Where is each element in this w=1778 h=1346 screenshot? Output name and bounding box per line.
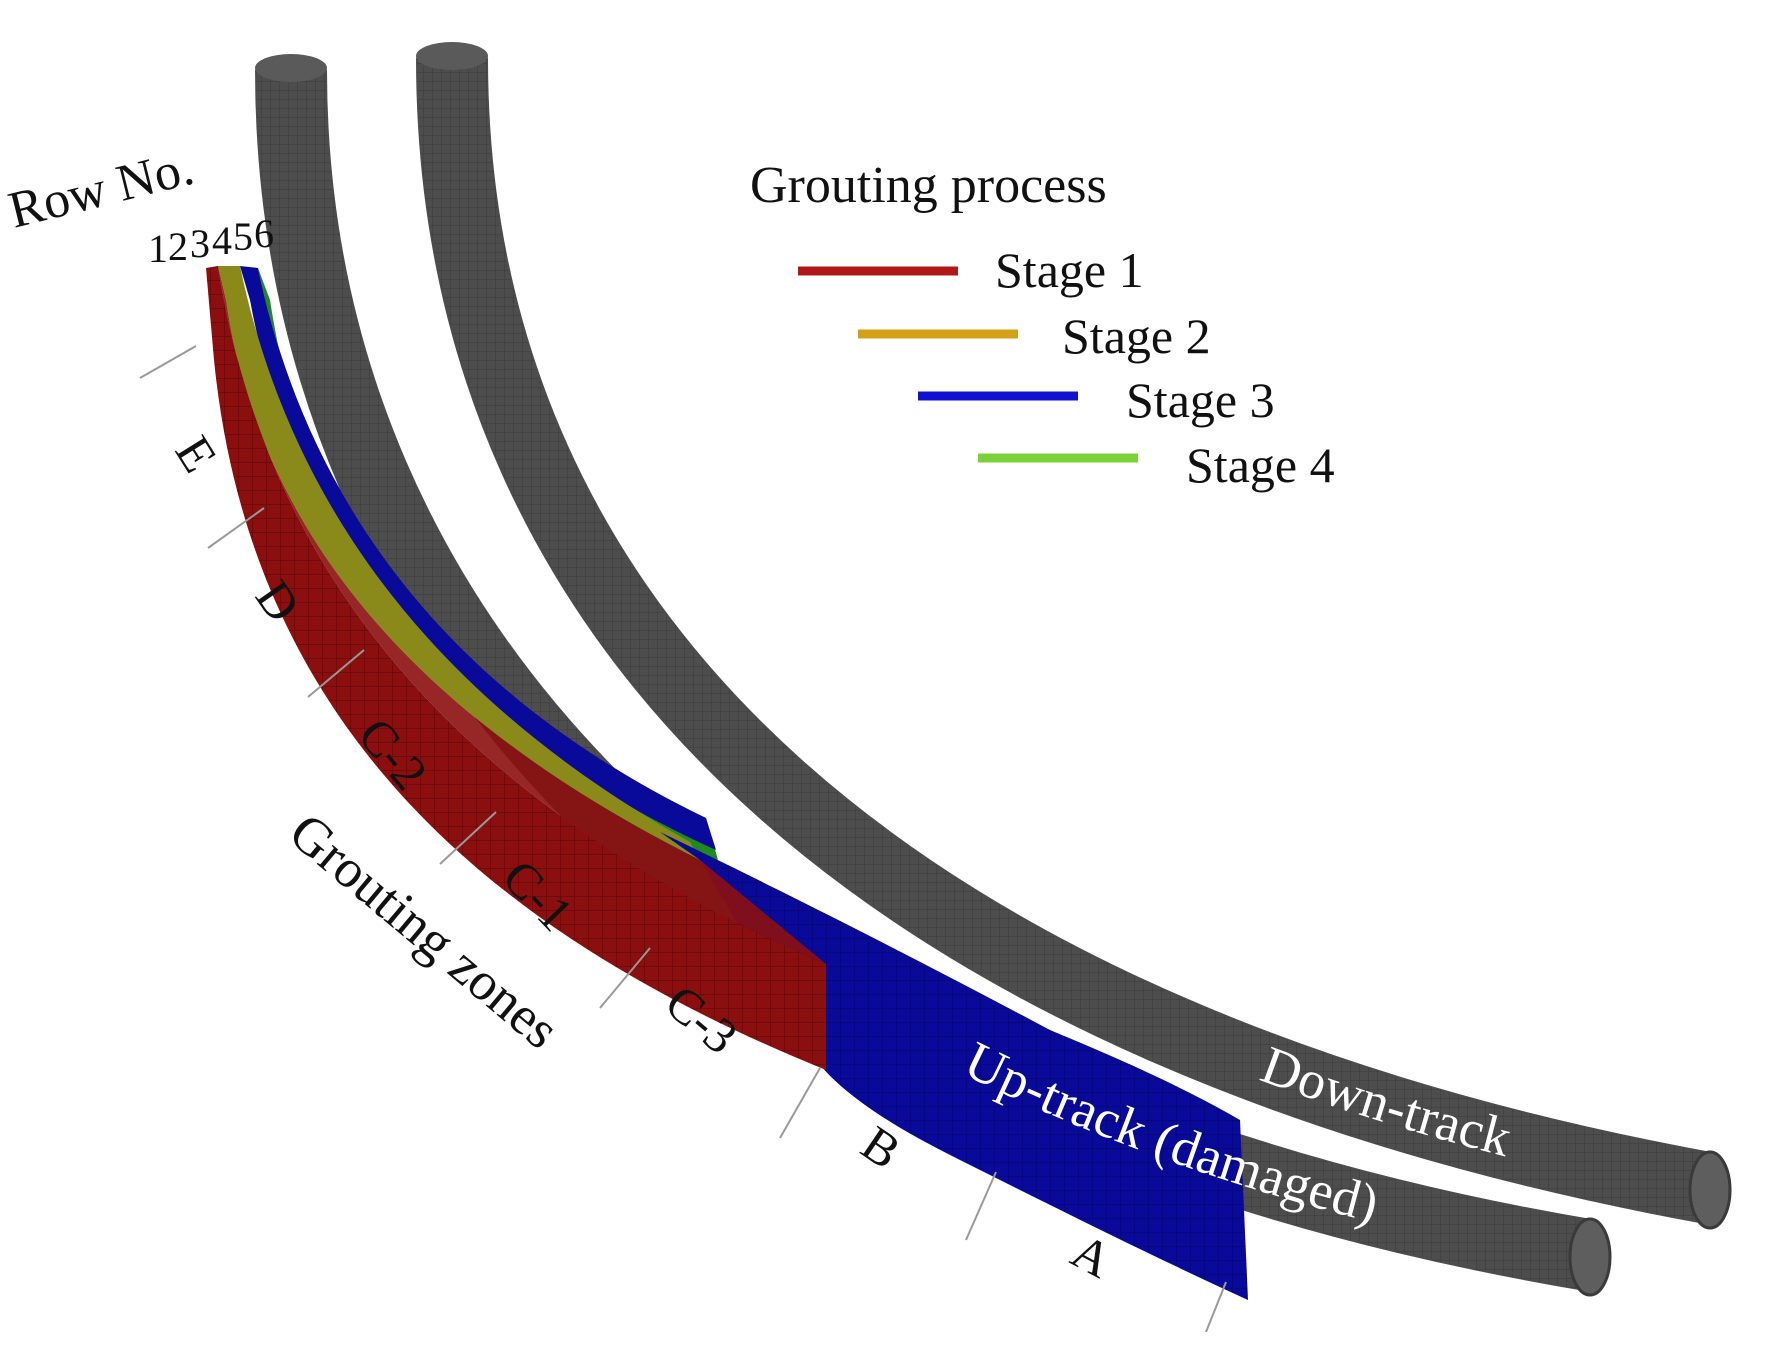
- up-track-top-end: [255, 54, 327, 82]
- legend-label-stage-3: Stage 3: [1126, 372, 1275, 428]
- zone-tick-5: [599, 947, 651, 1009]
- row-numbers: 1 2 3 4 5 6: [148, 211, 274, 271]
- legend-label-stage-1: Stage 1: [995, 242, 1144, 298]
- legend-label-stage-4: Stage 4: [1186, 437, 1335, 493]
- down-track-end-opening: [1688, 1150, 1732, 1230]
- legend-label-stage-2: Stage 2: [1062, 308, 1211, 364]
- zone-label-e: E: [165, 426, 229, 482]
- row-number-2: 2: [168, 224, 188, 269]
- down-track-label: Down-track: [1254, 1034, 1518, 1168]
- legend-title: Grouting process: [750, 157, 1107, 214]
- zone-tick-4: [439, 811, 497, 865]
- row-number-5: 5: [233, 214, 253, 259]
- zone-tick-2: [207, 507, 265, 549]
- zone-ticks: [139, 345, 1227, 1333]
- zone-tick-7: [965, 1171, 997, 1241]
- down-track-top-end: [416, 42, 488, 70]
- zone-tick-3: [307, 649, 365, 698]
- down-track-mesh: [417, 57, 1715, 1223]
- legend: Grouting process Stage 1 Stage 2 Stage 3…: [750, 157, 1335, 493]
- row-number-6: 6: [254, 211, 274, 256]
- zone-tick-1: [139, 345, 197, 379]
- up-track-end-opening: [1568, 1217, 1612, 1297]
- zone-tick-8: [1205, 1281, 1227, 1333]
- layer-red-front-mesh: [206, 266, 826, 1070]
- row-number-4: 4: [212, 218, 232, 263]
- row-number-1: 1: [148, 226, 168, 271]
- row-number-3: 3: [190, 221, 210, 266]
- zone-tick-6: [779, 1067, 821, 1139]
- grouting-band: [206, 266, 1248, 1300]
- down-track-tunnel: [416, 42, 1732, 1230]
